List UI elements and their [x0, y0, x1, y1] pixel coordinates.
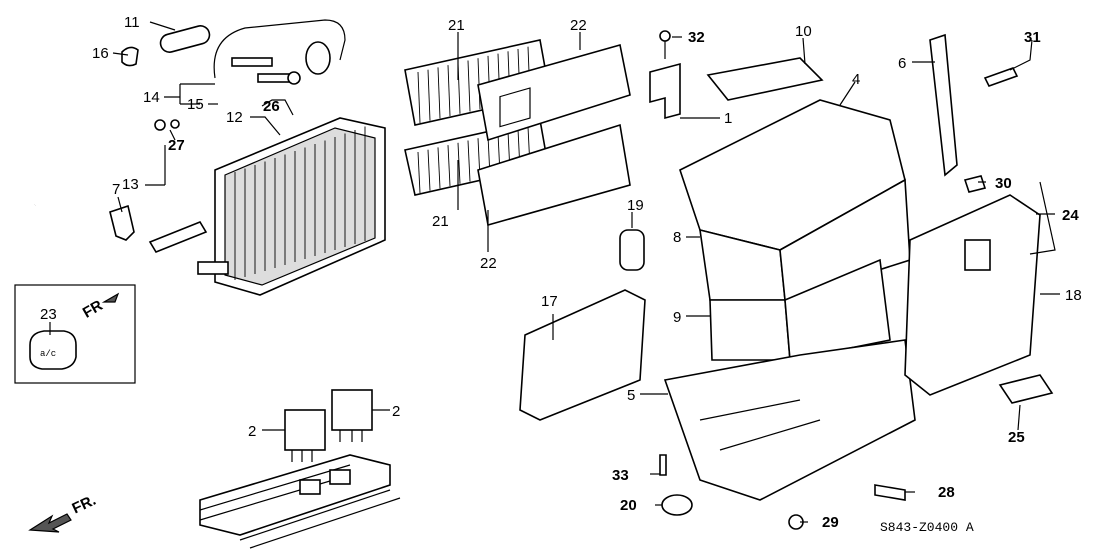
- fr-arrow-icon: [28, 513, 72, 533]
- callout-15: 15: [187, 96, 204, 113]
- callout-26: 26: [263, 98, 280, 115]
- callout-22-top: 22: [570, 17, 587, 34]
- screw-33: [659, 454, 667, 476]
- filter-pleat: [427, 149, 431, 191]
- ac-switch-cover: [29, 330, 77, 370]
- pipe-clip: [109, 204, 135, 241]
- bolt-31: [983, 67, 1019, 87]
- seal-17: [519, 289, 646, 421]
- callout-6: 6: [898, 55, 906, 72]
- inset-frame: [14, 284, 136, 384]
- callout-8: 8: [673, 229, 681, 246]
- filter-frames: [477, 43, 631, 227]
- callout-21-top: 21: [448, 17, 465, 34]
- filter-pleat: [437, 67, 441, 119]
- callout-13: 13: [122, 176, 139, 193]
- filter-pleat: [417, 71, 421, 124]
- callout-21-bottom: 21: [432, 213, 449, 230]
- callout-11: 11: [124, 14, 140, 31]
- grommet-20: [661, 494, 693, 516]
- relay-box: [199, 454, 401, 549]
- callout-31: 31: [1024, 29, 1041, 46]
- clip-30: [963, 175, 987, 193]
- callout-14: 14: [143, 89, 160, 106]
- callout-29: 29: [822, 514, 839, 531]
- seal-18: [904, 194, 1041, 396]
- fr-inset-label: FR: [80, 297, 106, 322]
- fr-label: FR.: [70, 492, 99, 518]
- callout-2-right: 2: [392, 403, 400, 420]
- callout-5: 5: [627, 387, 635, 404]
- callout-25: 25: [1008, 429, 1025, 446]
- fr-arrow-inset: [101, 292, 120, 303]
- callout-9: 9: [673, 309, 681, 326]
- diagram-code: S843-Z0400 A: [880, 520, 974, 535]
- filter-pleat: [427, 69, 431, 121]
- filter-pleat: [417, 151, 421, 194]
- evaporator-core: [148, 117, 386, 296]
- callout-7: 7: [112, 181, 120, 198]
- filter-pleat: [447, 145, 451, 187]
- callout-24: 24: [1062, 207, 1079, 224]
- callout-32: 32: [688, 29, 705, 46]
- callout-30: 30: [995, 175, 1012, 192]
- callout-18: 18: [1065, 287, 1082, 304]
- callout-16: 16: [92, 45, 109, 62]
- connector-25: [998, 374, 1054, 404]
- callout-2-left: 2: [248, 423, 256, 440]
- cover-pad: [706, 57, 824, 101]
- screw-28: [874, 484, 906, 501]
- filter-pleat: [437, 147, 441, 189]
- relays: [284, 389, 373, 462]
- callout-22-bottom: 22: [480, 255, 497, 272]
- callout-1: 1: [724, 110, 732, 127]
- callout-28: 28: [938, 484, 955, 501]
- insulation-sleeve: [121, 25, 211, 67]
- filter-pleat: [477, 58, 481, 110]
- lower-case: [663, 339, 916, 501]
- filter-pleat: [457, 142, 461, 184]
- filter-pleat: [467, 140, 471, 182]
- resistor: [964, 239, 991, 271]
- filter-pleat: [467, 60, 471, 112]
- callout-23: 23: [40, 306, 57, 323]
- callout-19: 19: [627, 197, 644, 214]
- callout-4: 4: [852, 71, 860, 88]
- filter-pleat: [447, 65, 451, 117]
- callout-17: 17: [541, 293, 558, 310]
- bracket: [649, 30, 681, 120]
- callout-12: 12: [226, 109, 243, 126]
- callout-20: 20: [620, 497, 637, 514]
- seal-19: [619, 229, 645, 271]
- thermostat-sensor: [213, 19, 346, 85]
- drain-hose: [929, 33, 958, 177]
- callout-33: 33: [612, 467, 629, 484]
- callout-27: 27: [168, 137, 185, 154]
- inset-badge-text: a/c: [40, 349, 56, 359]
- suction-pipe: [34, 119, 180, 207]
- blower-housing: [679, 99, 911, 361]
- leader-lines: [49, 21, 1060, 523]
- callout-10: 10: [795, 23, 812, 40]
